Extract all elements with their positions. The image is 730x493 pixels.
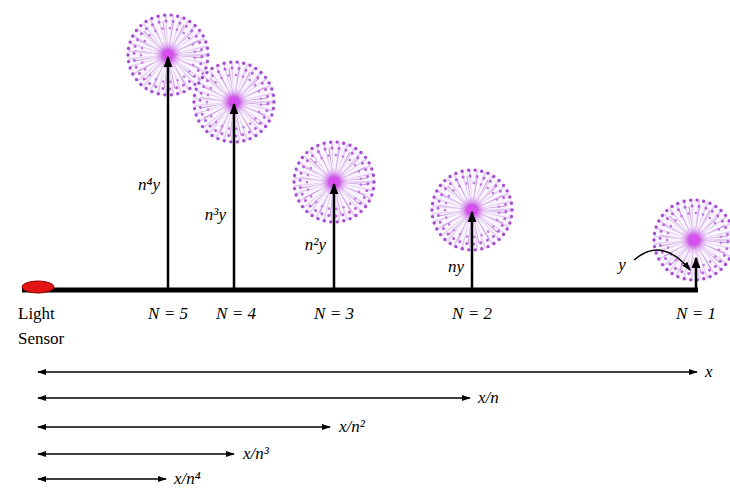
light-sensor [22, 281, 54, 293]
dandelion-head [652, 198, 730, 282]
distance-label: x/n³ [243, 444, 269, 464]
index-label: N = 4 [216, 304, 256, 324]
height-label: n⁴y [138, 175, 160, 195]
stem-arrow [167, 57, 170, 288]
dimension-arrow [38, 371, 697, 372]
distance-label: x [705, 362, 713, 382]
distance-label: x/n [478, 388, 499, 408]
distance-label: x/n⁴ [174, 469, 201, 489]
dimension-arrow [38, 478, 166, 479]
height-label: y [618, 255, 626, 275]
stem-arrow [695, 258, 698, 288]
index-label: N = 5 [148, 304, 188, 324]
dimension-arrows [38, 372, 697, 479]
index-label: N = 1 [676, 304, 716, 324]
dimension-arrow [38, 397, 470, 398]
sensor-label: Light Sensor [18, 301, 76, 351]
height-label: ny [448, 257, 464, 277]
dimension-arrow [38, 426, 330, 427]
stem-arrow [333, 184, 336, 288]
height-label: n³y [205, 205, 226, 225]
stem-arrows [168, 57, 696, 288]
index-label: N = 3 [314, 304, 354, 324]
pointer-arrow [634, 250, 690, 270]
stem-arrow [471, 212, 474, 288]
dimension-arrow [38, 453, 234, 454]
distance-label: x/n² [339, 417, 365, 437]
index-label: N = 2 [452, 304, 492, 324]
height-label: n²y [305, 235, 326, 255]
ground-line [22, 288, 698, 293]
stem-arrow [233, 104, 236, 288]
